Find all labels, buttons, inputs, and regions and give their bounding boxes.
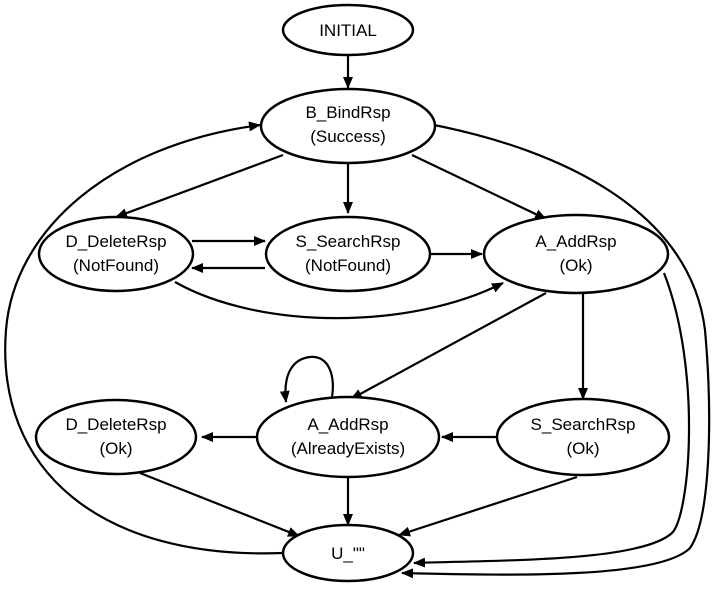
edge-bind-addok: [411, 154, 547, 220]
node-bind-name: B_BindRsp: [305, 103, 390, 122]
node-initial: INITIAL: [281, 3, 415, 57]
edge-addok-unbind: [413, 272, 691, 568]
node-delete-ok: D_DeleteRsp (Ok): [34, 398, 198, 476]
node-unbind-label: U_"": [331, 544, 365, 563]
node-add-alreadyexists-name: A_AddRsp: [307, 415, 388, 434]
node-add-alreadyexists: A_AddRsp (AlreadyExists): [255, 395, 441, 479]
node-add-alreadyexists-status: (AlreadyExists): [291, 439, 405, 458]
node-delete-notfound: D_DeleteRsp (NotFound): [37, 215, 195, 293]
node-delete-ok-status: (Ok): [99, 439, 132, 458]
edge-unbind-bind: [4, 121, 284, 555]
node-add-ok-status: (Ok): [559, 256, 592, 275]
node-add-ok: A_AddRsp (Ok): [482, 213, 670, 295]
node-search-notfound: S_SearchRsp (NotFound): [264, 215, 432, 293]
node-search-notfound-name: S_SearchRsp: [296, 232, 401, 251]
node-delete-notfound-status: (NotFound): [73, 256, 159, 275]
node-bind-success: B_BindRsp (Success): [259, 87, 437, 165]
node-delete-notfound-name: D_DeleteRsp: [65, 232, 166, 251]
node-initial-label: INITIAL: [319, 21, 377, 40]
edge-bind-unbind: [401, 123, 711, 579]
node-add-ok-name: A_AddRsp: [535, 232, 616, 251]
node-search-ok-status: (Ok): [566, 439, 599, 458]
node-search-ok: S_SearchRsp (Ok): [495, 397, 671, 477]
node-search-notfound-status: (NotFound): [305, 256, 391, 275]
node-delete-ok-name: D_DeleteRsp: [65, 415, 166, 434]
node-search-ok-name: S_SearchRsp: [531, 415, 636, 434]
edge-addexists-self: [279, 355, 334, 408]
edge-addok-addexists: [350, 292, 547, 400]
edge-delok-unbind: [139, 471, 300, 538]
edge-bind-delnf: [115, 153, 284, 219]
edge-searchok-unbind: [398, 475, 578, 537]
node-bind-status: (Success): [310, 127, 386, 146]
edges: [4, 55, 711, 579]
node-unbind: U_"": [281, 523, 415, 583]
edge-delnf-addok: [174, 281, 504, 320]
